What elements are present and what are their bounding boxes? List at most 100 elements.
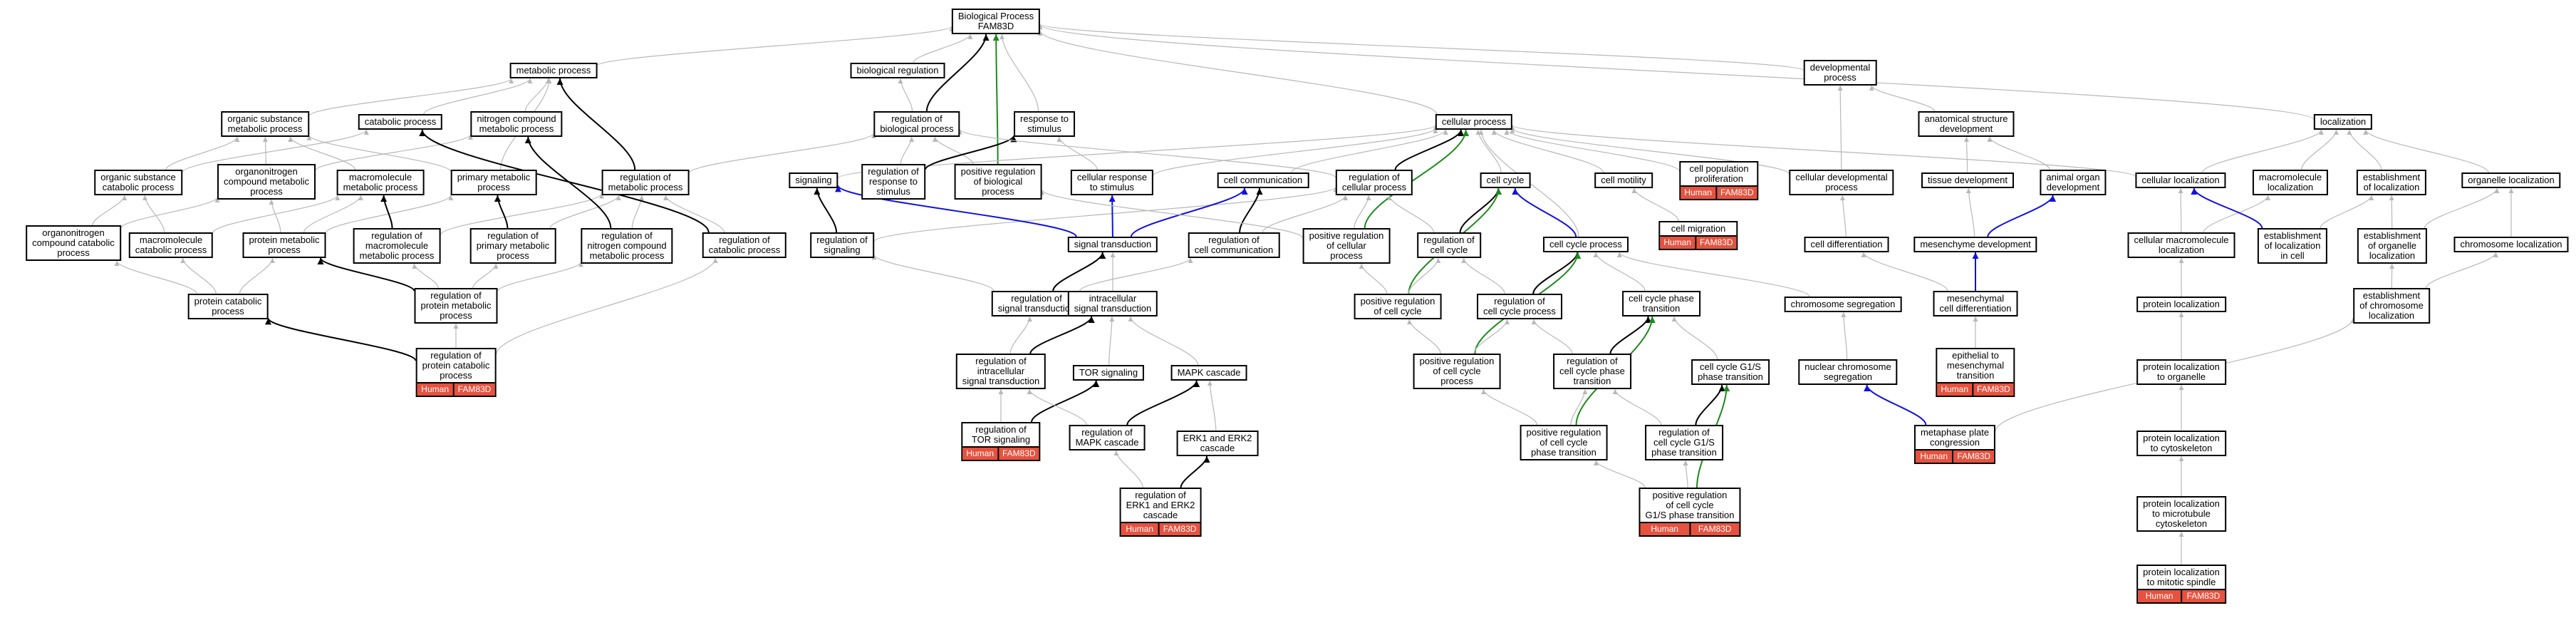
edge-is-a — [182, 129, 369, 172]
edge-part-of — [2191, 187, 2263, 229]
go-term-label-line: to microtubule — [2152, 508, 2211, 519]
go-term-label-line: localization — [2368, 310, 2415, 321]
edge-is-a — [315, 134, 473, 171]
go-term-label-line: cell cycle — [1430, 244, 1468, 255]
organism-label: Human — [962, 448, 997, 460]
edge-is-a — [2201, 129, 2324, 173]
edge-is-a — [1616, 252, 1810, 297]
gene-label: FAM83D — [1715, 187, 1757, 199]
go-term-chromseg: chromosome segregation — [1784, 297, 1902, 312]
go-term-label-line: establishment — [2362, 172, 2421, 182]
go-term-celldiff: cell differentiation — [1804, 237, 1889, 252]
go-term-label-line: anatomical structure — [1924, 113, 2008, 124]
edge-is-a — [1593, 252, 1646, 292]
go-term-label-line: response to — [869, 176, 918, 187]
go-term-label-line: intracellular — [977, 366, 1025, 376]
go-term-label-line: regulation of — [1494, 296, 1545, 307]
go-term-label: signaling — [790, 174, 836, 187]
edge-is-a — [1037, 24, 2315, 120]
go-term-label-line: metabolic process — [227, 123, 303, 134]
go-term-label-line: to organelle — [2157, 371, 2206, 382]
go-term-label-line: cellular response — [1076, 172, 1148, 182]
edge-is-a — [957, 129, 1336, 178]
edge-is-a — [1291, 129, 1448, 173]
edge-is-a — [1671, 316, 1718, 360]
go-term-label: chromosome localization — [2455, 238, 2567, 251]
edge-is-a — [1009, 316, 1033, 354]
go-term-label: localization — [2315, 115, 2371, 128]
go-term-label-line: of cellular — [1326, 240, 1366, 251]
organism-label: Human — [1640, 523, 1689, 535]
go-term-label: chromosome segregation — [1786, 298, 1901, 311]
go-term-label-line: organic substance — [100, 172, 176, 182]
go-term-label-line: chromosome localization — [2460, 239, 2562, 249]
go-term-label-line: nitrogen compound — [587, 240, 667, 251]
go-term-label-line: regulation of — [371, 230, 422, 241]
edge-is-a — [308, 78, 514, 117]
edge-is-a — [180, 257, 217, 294]
edge-is-a — [1406, 319, 1441, 354]
go-term-label: cell differentiation — [1806, 238, 1888, 251]
edge-is-a — [1965, 187, 1975, 237]
go-term-label-line: establishment — [2363, 230, 2421, 241]
edge-part-of — [1108, 195, 1116, 237]
go-term-label-line: mesenchymal — [1946, 293, 2005, 304]
go-term-label-line: FAM83D — [977, 21, 1014, 31]
go-term-label-line: of cell cycle — [1433, 366, 1481, 376]
go-term-label-line: catabolic process — [708, 244, 781, 255]
go-term-label-line: transition — [1956, 370, 1995, 381]
go-term-label-line: cellular developmental — [1795, 172, 1888, 182]
go-term-label-line: positive regulation — [1419, 356, 1495, 366]
go-term-label-line: organonitrogen — [235, 166, 298, 177]
edge-regulates — [317, 257, 415, 292]
go-term-label-line: metaphase plate — [1920, 427, 1990, 438]
edge-regulates — [1052, 252, 1106, 292]
edge-is-a — [239, 257, 275, 294]
go-term-label-line: regulation of — [1011, 293, 1062, 304]
go-term-label-line: cell population — [1689, 163, 1749, 174]
edge-is-a — [1056, 136, 1098, 170]
go-term-cellcycleproc: cell cycle process — [1543, 237, 1629, 252]
go-term-label-line: protein localization — [2143, 361, 2220, 372]
go-term-label-line: proliferation — [1695, 173, 1743, 184]
edge-is-a — [1841, 311, 1848, 360]
organism-label: Human — [1681, 187, 1715, 199]
go-term-label: cell communication — [1219, 174, 1308, 187]
edge-is-a — [1510, 124, 2136, 177]
edge-is-a — [472, 263, 499, 289]
go-term-label-line: organelle localization — [2468, 175, 2555, 185]
go-term-signaling: signaling — [789, 172, 838, 188]
go-term-label-line: of cell cycle — [1373, 306, 1422, 316]
edge-is-a — [1869, 85, 1936, 112]
go-term-label-line: process — [57, 247, 90, 258]
edge-is-a — [1631, 187, 1679, 222]
go-term-label-line: ERK1 and ERK2 — [1183, 433, 1252, 443]
